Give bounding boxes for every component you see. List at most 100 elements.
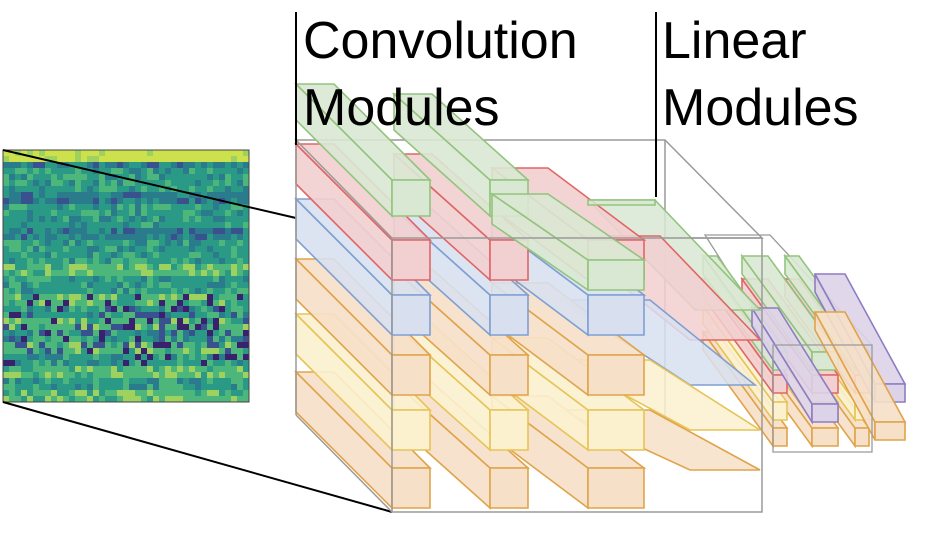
spectrogram-cell (39, 228, 45, 234)
spectrogram-cell (39, 246, 45, 252)
spectrogram-cell (27, 276, 33, 282)
spectrogram-cell (75, 276, 81, 282)
spectrogram-cell (99, 222, 105, 228)
spectrogram-cell (213, 228, 219, 234)
spectrogram-cell (231, 378, 237, 384)
spectrogram-cell (225, 300, 231, 306)
spectrogram-cell (9, 294, 15, 300)
spectrogram-cell (171, 318, 177, 324)
spectrogram-cell (99, 396, 105, 402)
spectrogram-cell (141, 324, 147, 330)
spectrogram-image (3, 150, 249, 402)
spectrogram-cell (243, 336, 249, 342)
spectrogram-cell (75, 270, 81, 276)
spectrogram-cell (213, 180, 219, 186)
spectrogram-cell (105, 198, 111, 204)
spectrogram-cell (171, 234, 177, 240)
spectrogram-cell (45, 282, 51, 288)
spectrogram-cell (135, 384, 141, 390)
spectrogram-cell (171, 180, 177, 186)
spectrogram-cell (183, 150, 189, 156)
spectrogram-cell (177, 390, 183, 396)
spectrogram-cell (165, 180, 171, 186)
spectrogram-cell (123, 264, 129, 270)
spectrogram-cell (117, 204, 123, 210)
spectrogram-cell (153, 270, 159, 276)
spectrogram-cell (165, 240, 171, 246)
spectrogram-cell (243, 342, 249, 348)
spectrogram-cell (51, 336, 57, 342)
spectrogram-cell (135, 186, 141, 192)
spectrogram-cell (183, 324, 189, 330)
spectrogram-cell (165, 222, 171, 228)
spectrogram-cell (117, 282, 123, 288)
spectrogram-cell (3, 270, 9, 276)
spectrogram-cell (21, 240, 27, 246)
spectrogram-cell (207, 324, 213, 330)
spectrogram-cell (33, 276, 39, 282)
spectrogram-cell (9, 228, 15, 234)
spectrogram-cell (51, 246, 57, 252)
spectrogram-cell (33, 318, 39, 324)
spectrogram-cell (3, 282, 9, 288)
spectrogram-cell (231, 396, 237, 402)
spectrogram-cell (195, 222, 201, 228)
spectrogram-cell (165, 390, 171, 396)
spectrogram-cell (15, 198, 21, 204)
spectrogram-cell (207, 300, 213, 306)
spectrogram-cell (183, 372, 189, 378)
spectrogram-cell (39, 348, 45, 354)
spectrogram-cell (129, 228, 135, 234)
spectrogram-cell (99, 174, 105, 180)
cube-front-face (391, 237, 763, 513)
spectrogram-cell (15, 246, 21, 252)
spectrogram-cell (99, 204, 105, 210)
spectrogram-cell (69, 396, 75, 402)
spectrogram-cell (93, 354, 99, 360)
spectrogram-cell (93, 228, 99, 234)
spectrogram-cell (33, 174, 39, 180)
spectrogram-cell (231, 216, 237, 222)
spectrogram-cell (105, 300, 111, 306)
spectrogram-cell (219, 186, 225, 192)
spectrogram-cell (81, 300, 87, 306)
spectrogram-cell (207, 186, 213, 192)
spectrogram-cell (189, 372, 195, 378)
spectrogram-cell (201, 204, 207, 210)
spectrogram-cell (33, 288, 39, 294)
connector-line-bottom (2, 401, 393, 513)
spectrogram-cell (69, 228, 75, 234)
spectrogram-cell (201, 288, 207, 294)
spectrogram-cell (81, 222, 87, 228)
spectrogram-cell (51, 156, 57, 162)
spectrogram-cell (231, 276, 237, 282)
spectrogram-cell (141, 252, 147, 258)
spectrogram-cell (219, 264, 225, 270)
spectrogram-cell (75, 306, 81, 312)
spectrogram-cell (57, 210, 63, 216)
spectrogram-cell (21, 372, 27, 378)
spectrogram-cell (39, 336, 45, 342)
spectrogram-cell (69, 342, 75, 348)
spectrogram-cell (195, 252, 201, 258)
spectrogram-cell (153, 354, 159, 360)
spectrogram-cell (213, 336, 219, 342)
spectrogram-cell (195, 324, 201, 330)
spectrogram-cell (165, 210, 171, 216)
spectrogram-cell (159, 234, 165, 240)
spectrogram-cell (117, 342, 123, 348)
spectrogram-cell (207, 348, 213, 354)
spectrogram-cell (21, 294, 27, 300)
bar-orange-2-0-front (391, 354, 431, 396)
spectrogram-cell (63, 264, 69, 270)
spectrogram-cell (141, 258, 147, 264)
spectrogram-cell (51, 270, 57, 276)
spectrogram-cell (123, 198, 129, 204)
spectrogram-cell (87, 222, 93, 228)
spectrogram-cell (195, 306, 201, 312)
spectrogram-cell (87, 216, 93, 222)
spectrogram-cell (69, 258, 75, 264)
spectrogram-cell (9, 378, 15, 384)
spectrogram-cell (231, 228, 237, 234)
spectrogram-cell (159, 336, 165, 342)
